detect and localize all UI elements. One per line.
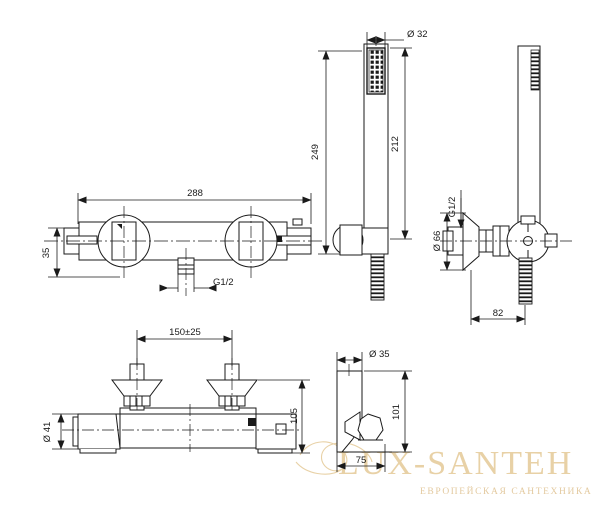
dim-105 — [258, 379, 310, 454]
dim-82 — [470, 270, 526, 325]
dim-label-g12-outlet: G1/2 — [213, 277, 234, 288]
dim-label-288: 288 — [187, 188, 203, 199]
dim-d41 — [52, 413, 80, 450]
dim-150 — [136, 330, 233, 366]
dim-35 — [48, 227, 120, 278]
view-hand-shower-elevation — [332, 36, 389, 301]
dim-d35 — [336, 352, 363, 373]
dim-label-150: 150±25 — [169, 327, 201, 338]
view-holder-side-view — [336, 364, 392, 453]
dim-249 — [318, 50, 362, 255]
dim-label-75: 75 — [356, 455, 367, 466]
view-side-elevation-wall-union — [440, 45, 575, 305]
dim-label-35: 35 — [41, 248, 52, 259]
dim-label-d35: Ø 35 — [369, 349, 390, 360]
dim-g12-outlet — [159, 274, 217, 292]
watermark-title: LUX-SANTEH — [338, 445, 573, 482]
view-front-elevation-mixer — [44, 206, 322, 296]
dim-101 — [364, 370, 412, 453]
view-plan-view-mixer — [62, 358, 300, 454]
watermark-subtitle: ЕВРОПЕЙСКАЯ САНТЕХНИКА — [420, 485, 592, 497]
dim-label-d41: Ø 41 — [42, 422, 53, 443]
dim-label-101: 101 — [391, 404, 402, 420]
dim-d66 — [440, 212, 466, 271]
dim-label-d32: Ø 32 — [407, 29, 428, 40]
dim-d32 — [366, 32, 404, 50]
dim-label-d66: Ø 66 — [432, 231, 443, 252]
dim-75 — [336, 444, 386, 472]
dim-label-82: 82 — [493, 308, 504, 319]
dim-label-212: 212 — [390, 136, 401, 152]
dim-label-g12-inlet: G1/2 — [447, 197, 458, 218]
dim-212 — [390, 47, 412, 240]
dim-label-105: 105 — [289, 408, 300, 424]
dim-label-249: 249 — [310, 144, 321, 160]
dim-288 — [77, 193, 312, 224]
